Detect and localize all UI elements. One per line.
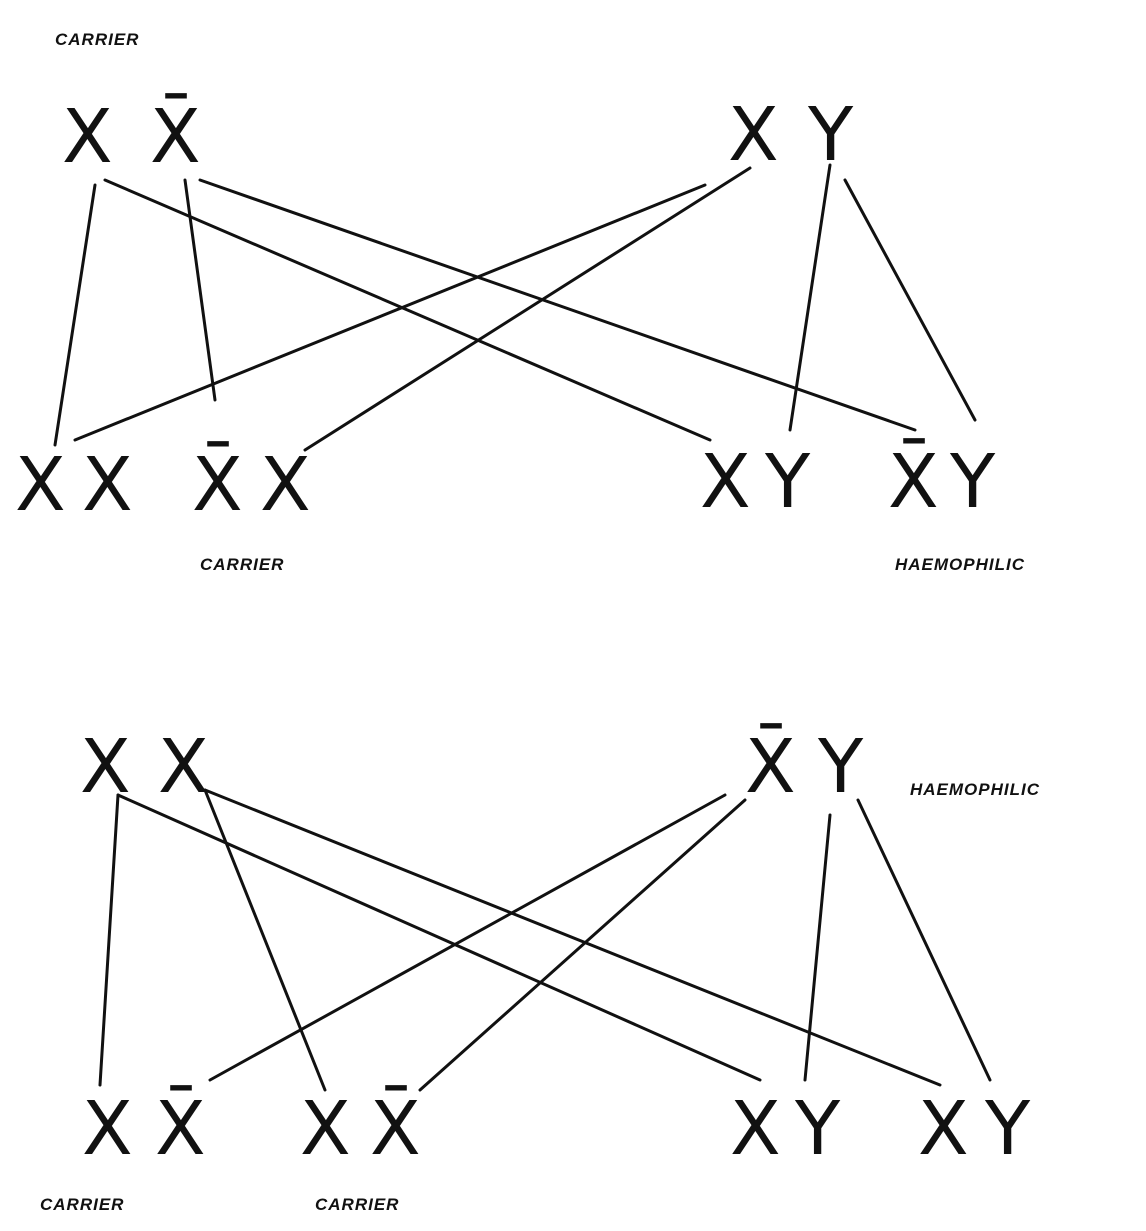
d2-offspring-2-label: CARRIER [315, 1195, 400, 1214]
d2-offspring-4-allele-1: X [918, 1086, 969, 1172]
line-d2-5 [208, 793, 727, 1082]
d1-parent-left-label: CARRIER [55, 30, 140, 49]
line-d2-7 [803, 813, 832, 1082]
d1-offspring-2-allele-1: X̄ [192, 442, 243, 528]
d1-offspring-3-allele-2: Y [765, 439, 811, 525]
d2-offspring-2-allele-1: X [300, 1086, 351, 1172]
d2-offspring-4-allele-2: Y [985, 1086, 1031, 1172]
line-d2-4 [203, 788, 942, 1087]
line-d1-5 [73, 183, 707, 442]
line-d2-6 [418, 798, 747, 1092]
d1-offspring-2-allele-2: X [260, 442, 311, 528]
line-d2-3 [203, 788, 327, 1092]
d2-offspring-1-allele-2: X̄ [155, 1086, 206, 1172]
line-d1-2 [183, 178, 217, 402]
d2-parent-right-label: HAEMOPHILIC [910, 780, 1040, 799]
line-d2-2 [116, 793, 762, 1082]
d1-offspring-1-allele-1: X [15, 442, 66, 528]
line-d1-1 [53, 183, 97, 447]
d2-offspring-1-allele-1: X [82, 1086, 133, 1172]
line-d2-8 [856, 798, 992, 1082]
d1-offspring-4-allele-1: X̄ [888, 439, 939, 525]
line-d1-7 [788, 163, 832, 432]
d1-offspring-3-allele-1: X [700, 439, 751, 525]
d2-offspring-2-allele-2: X̄ [370, 1086, 421, 1172]
line-d1-6 [303, 166, 752, 452]
d1-offspring-2-label: CARRIER [200, 555, 285, 574]
d2-parent-right-allele-2: Y [818, 724, 864, 810]
line-d1-8 [843, 178, 977, 422]
d2-offspring-3-allele-2: Y [795, 1086, 841, 1172]
line-d2-1 [98, 793, 120, 1087]
d2-parent-left-allele-2: X [158, 724, 209, 810]
d2-offspring-3-allele-1: X [730, 1086, 781, 1172]
line-d1-3 [103, 178, 712, 442]
d2-offspring-1-label: CARRIER [40, 1195, 125, 1214]
d1-offspring-4-allele-2: Y [950, 439, 996, 525]
d1-parent-right-allele-1: X [728, 92, 779, 178]
d1-parent-left-allele-1: X [62, 94, 113, 180]
d1-offspring-4-label: HAEMOPHILIC [895, 555, 1025, 574]
d2-parent-left-allele-1: X [80, 724, 131, 810]
d2-parent-right-allele-1: X̄ [745, 724, 796, 810]
d1-parent-right-allele-2: Y [808, 92, 854, 178]
d1-parent-left-allele-2: X̄ [150, 94, 201, 180]
d1-offspring-1-allele-2: X [82, 442, 133, 528]
